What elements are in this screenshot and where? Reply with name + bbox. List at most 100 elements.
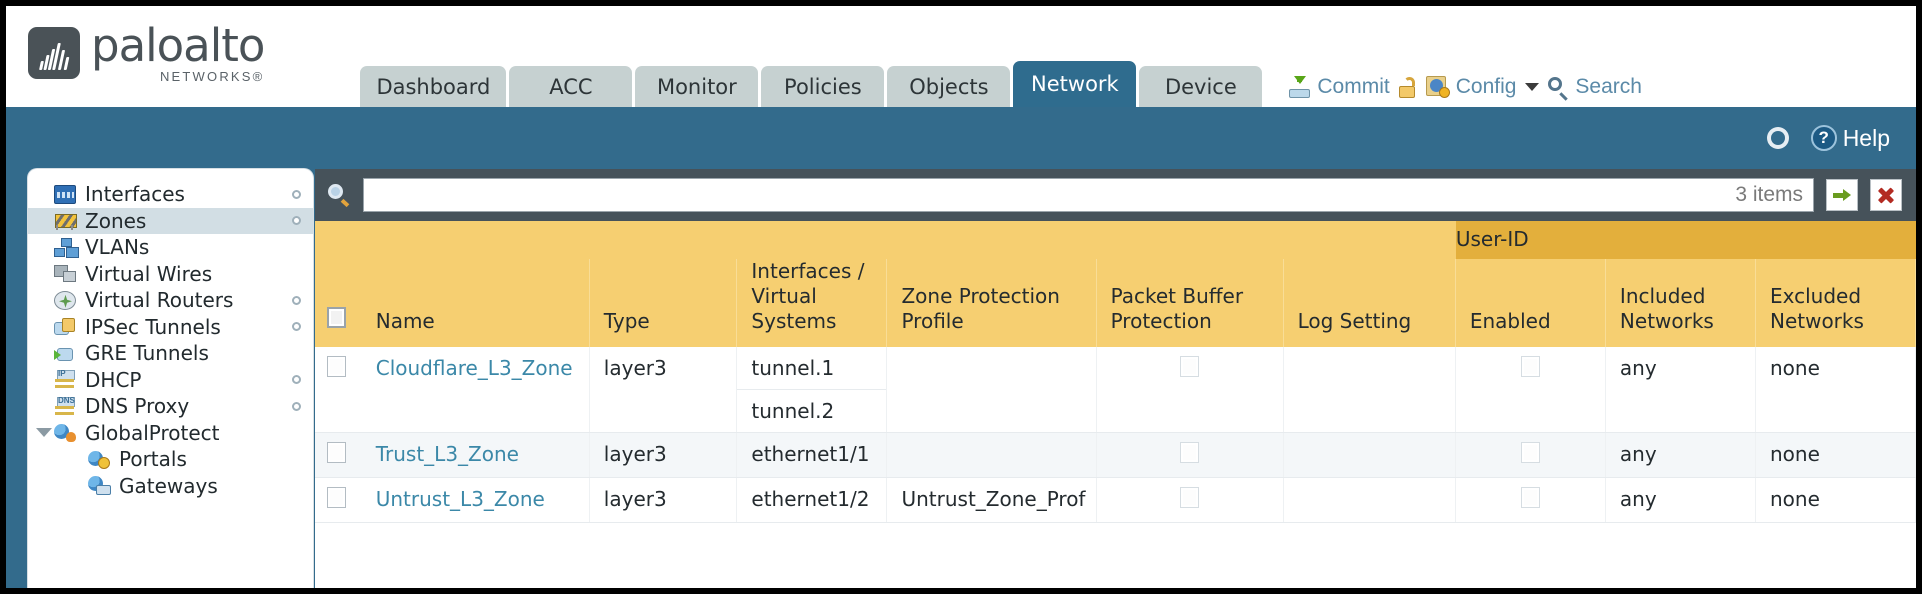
packet-buffer-protection-checkbox[interactable] [1180,442,1200,463]
zone-name-link[interactable]: Trust_L3_Zone [375,442,519,466]
cell-type: layer3 [589,432,738,478]
row-checkbox[interactable] [327,356,346,377]
packet-buffer-protection-checkbox[interactable] [1180,356,1200,377]
cell-interfaces: ethernet1/2 [736,477,888,523]
tab-network-label: Network [1031,72,1119,96]
zones-table: User-ID Name Type Interfaces / Virtual S… [315,221,1916,523]
cell-zone-protection-profile [886,432,1097,478]
cell-excluded-networks: none [1755,477,1916,523]
clear-filter-button[interactable] [1870,179,1902,211]
apply-filter-arrow-icon [1833,189,1851,201]
paloalto-waveform-logo-icon [28,27,80,79]
expand-collapse-triangle-icon[interactable] [36,428,52,438]
cell-interfaces: ethernet1/1 [736,432,888,478]
sub-header-bar: ? Help [6,107,1916,169]
help-button[interactable]: ? Help [1810,125,1890,152]
sidebar-item-globalprotect[interactable]: GlobalProtect [28,420,313,447]
interfaces-icon [54,184,76,204]
column-header-included-networks[interactable]: Included Networks [1605,259,1756,347]
group-header-row: User-ID [315,221,1916,259]
zone-name-link[interactable]: Untrust_L3_Zone [375,487,545,511]
tab-device[interactable]: Device [1139,66,1263,107]
filter-bar: 3 items [315,169,1916,221]
cell-name: Cloudflare_L3_Zone [361,347,590,433]
sidebar-item-dns-proxy[interactable]: DNS DNS Proxy [28,393,313,420]
cell-zone-protection-profile [886,347,1097,433]
globalprotect-icon [54,423,76,443]
sidebar-item-gre-tunnels[interactable]: GRE Tunnels [28,340,313,367]
search-icon [1548,76,1569,101]
table-row[interactable]: Trust_L3_Zone layer3 ethernet1/1 [315,432,1916,478]
refresh-icon[interactable] [1766,126,1792,151]
column-header-zone-protection-profile[interactable]: Zone Protection Profile [886,259,1097,347]
cell-zone-protection-profile: Untrust_Zone_Prof [886,477,1097,523]
sidebar-item-label: Portals [119,447,187,472]
tab-objects[interactable]: Objects [887,66,1011,107]
tab-monitor[interactable]: Monitor [635,66,759,107]
cell-packet-buffer-protection [1096,347,1284,433]
search-label: Search [1575,75,1642,98]
gateways-icon [88,476,111,496]
sidebar-item-portals[interactable]: Portals [28,446,313,473]
top-bar: paloalto NETWORKS® Dashboard ACC Monitor… [6,6,1916,107]
cell-log-setting [1283,347,1456,433]
dns-proxy-icon: DNS [54,396,76,416]
sidebar-item-label: Zones [85,208,147,233]
sidebar-item-zones[interactable]: Zones [28,207,313,234]
sidebar-item-ipsec-tunnels[interactable]: IPSec Tunnels [28,314,313,341]
status-dot [292,322,301,332]
column-header-name[interactable]: Name [361,259,590,347]
cell-packet-buffer-protection [1096,432,1284,478]
column-header-log-setting[interactable]: Log Setting [1283,259,1456,347]
body-area: Interfaces Zones VLANs Virtual Wires Vir… [6,169,1916,588]
column-header-type[interactable]: Type [589,259,738,347]
column-header-excluded-networks[interactable]: Excluded Networks [1755,259,1916,347]
sidebar-item-virtual-wires[interactable]: Virtual Wires [28,261,313,288]
brand-subtitle: NETWORKS® [159,69,265,84]
row-checkbox[interactable] [327,442,346,463]
select-all-header [315,259,362,347]
status-dot [292,295,301,305]
column-header-packet-buffer-protection[interactable]: Packet Buffer Protection [1096,259,1284,347]
tab-network[interactable]: Network [1013,61,1137,107]
userid-enabled-checkbox[interactable] [1520,487,1540,508]
table-row[interactable]: Untrust_L3_Zone layer3 ethernet1/2 Untru… [315,477,1916,523]
search-icon[interactable] [327,183,351,208]
sidebar-item-label: GRE Tunnels [85,341,209,366]
items-count: 3 items [1735,183,1803,206]
cell-included-networks: any [1605,477,1756,523]
packet-buffer-protection-checkbox[interactable] [1180,487,1200,508]
userid-enabled-checkbox[interactable] [1520,442,1540,463]
tab-acc[interactable]: ACC [509,66,633,107]
row-checkbox[interactable] [327,487,346,508]
commit-button[interactable]: Commit [1288,75,1390,99]
sidebar-item-virtual-routers[interactable]: Virtual Routers [28,287,313,314]
status-dot [292,216,301,226]
sidebar-item-interfaces[interactable]: Interfaces [28,181,313,208]
tab-dashboard[interactable]: Dashboard [360,66,507,107]
cell-userid-enabled [1455,477,1606,523]
sidebar-item-vlans[interactable]: VLANs [28,234,313,261]
status-dot [292,401,301,411]
sidebar-item-label: DNS Proxy [85,394,190,419]
column-header-enabled[interactable]: Enabled [1455,259,1606,347]
cell-name: Trust_L3_Zone [361,432,590,478]
search-input[interactable]: 3 items [363,178,1814,212]
unlocked-padlock-icon[interactable] [1398,76,1417,98]
config-menu[interactable]: Config [1425,75,1540,99]
status-dot [292,189,301,199]
sidebar-item-dhcp[interactable]: IP DHCP [28,367,313,394]
tab-policies[interactable]: Policies [761,66,885,107]
sidebar-item-gateways[interactable]: Gateways [28,473,313,500]
portals-icon [88,450,110,469]
cell-type: layer3 [589,347,738,433]
search-button[interactable]: Search [1548,75,1642,101]
zone-name-link[interactable]: Cloudflare_L3_Zone [375,356,573,380]
apply-filter-button[interactable] [1826,179,1858,211]
column-header-interfaces[interactable]: Interfaces / Virtual Systems [736,259,888,347]
table-row[interactable]: Cloudflare_L3_Zone layer3 tunnel.1 tunne… [315,347,1916,433]
row-select-cell [315,347,362,433]
sidebar-item-label: Virtual Wires [85,261,213,286]
select-all-checkbox[interactable] [327,307,346,328]
userid-enabled-checkbox[interactable] [1520,356,1540,377]
